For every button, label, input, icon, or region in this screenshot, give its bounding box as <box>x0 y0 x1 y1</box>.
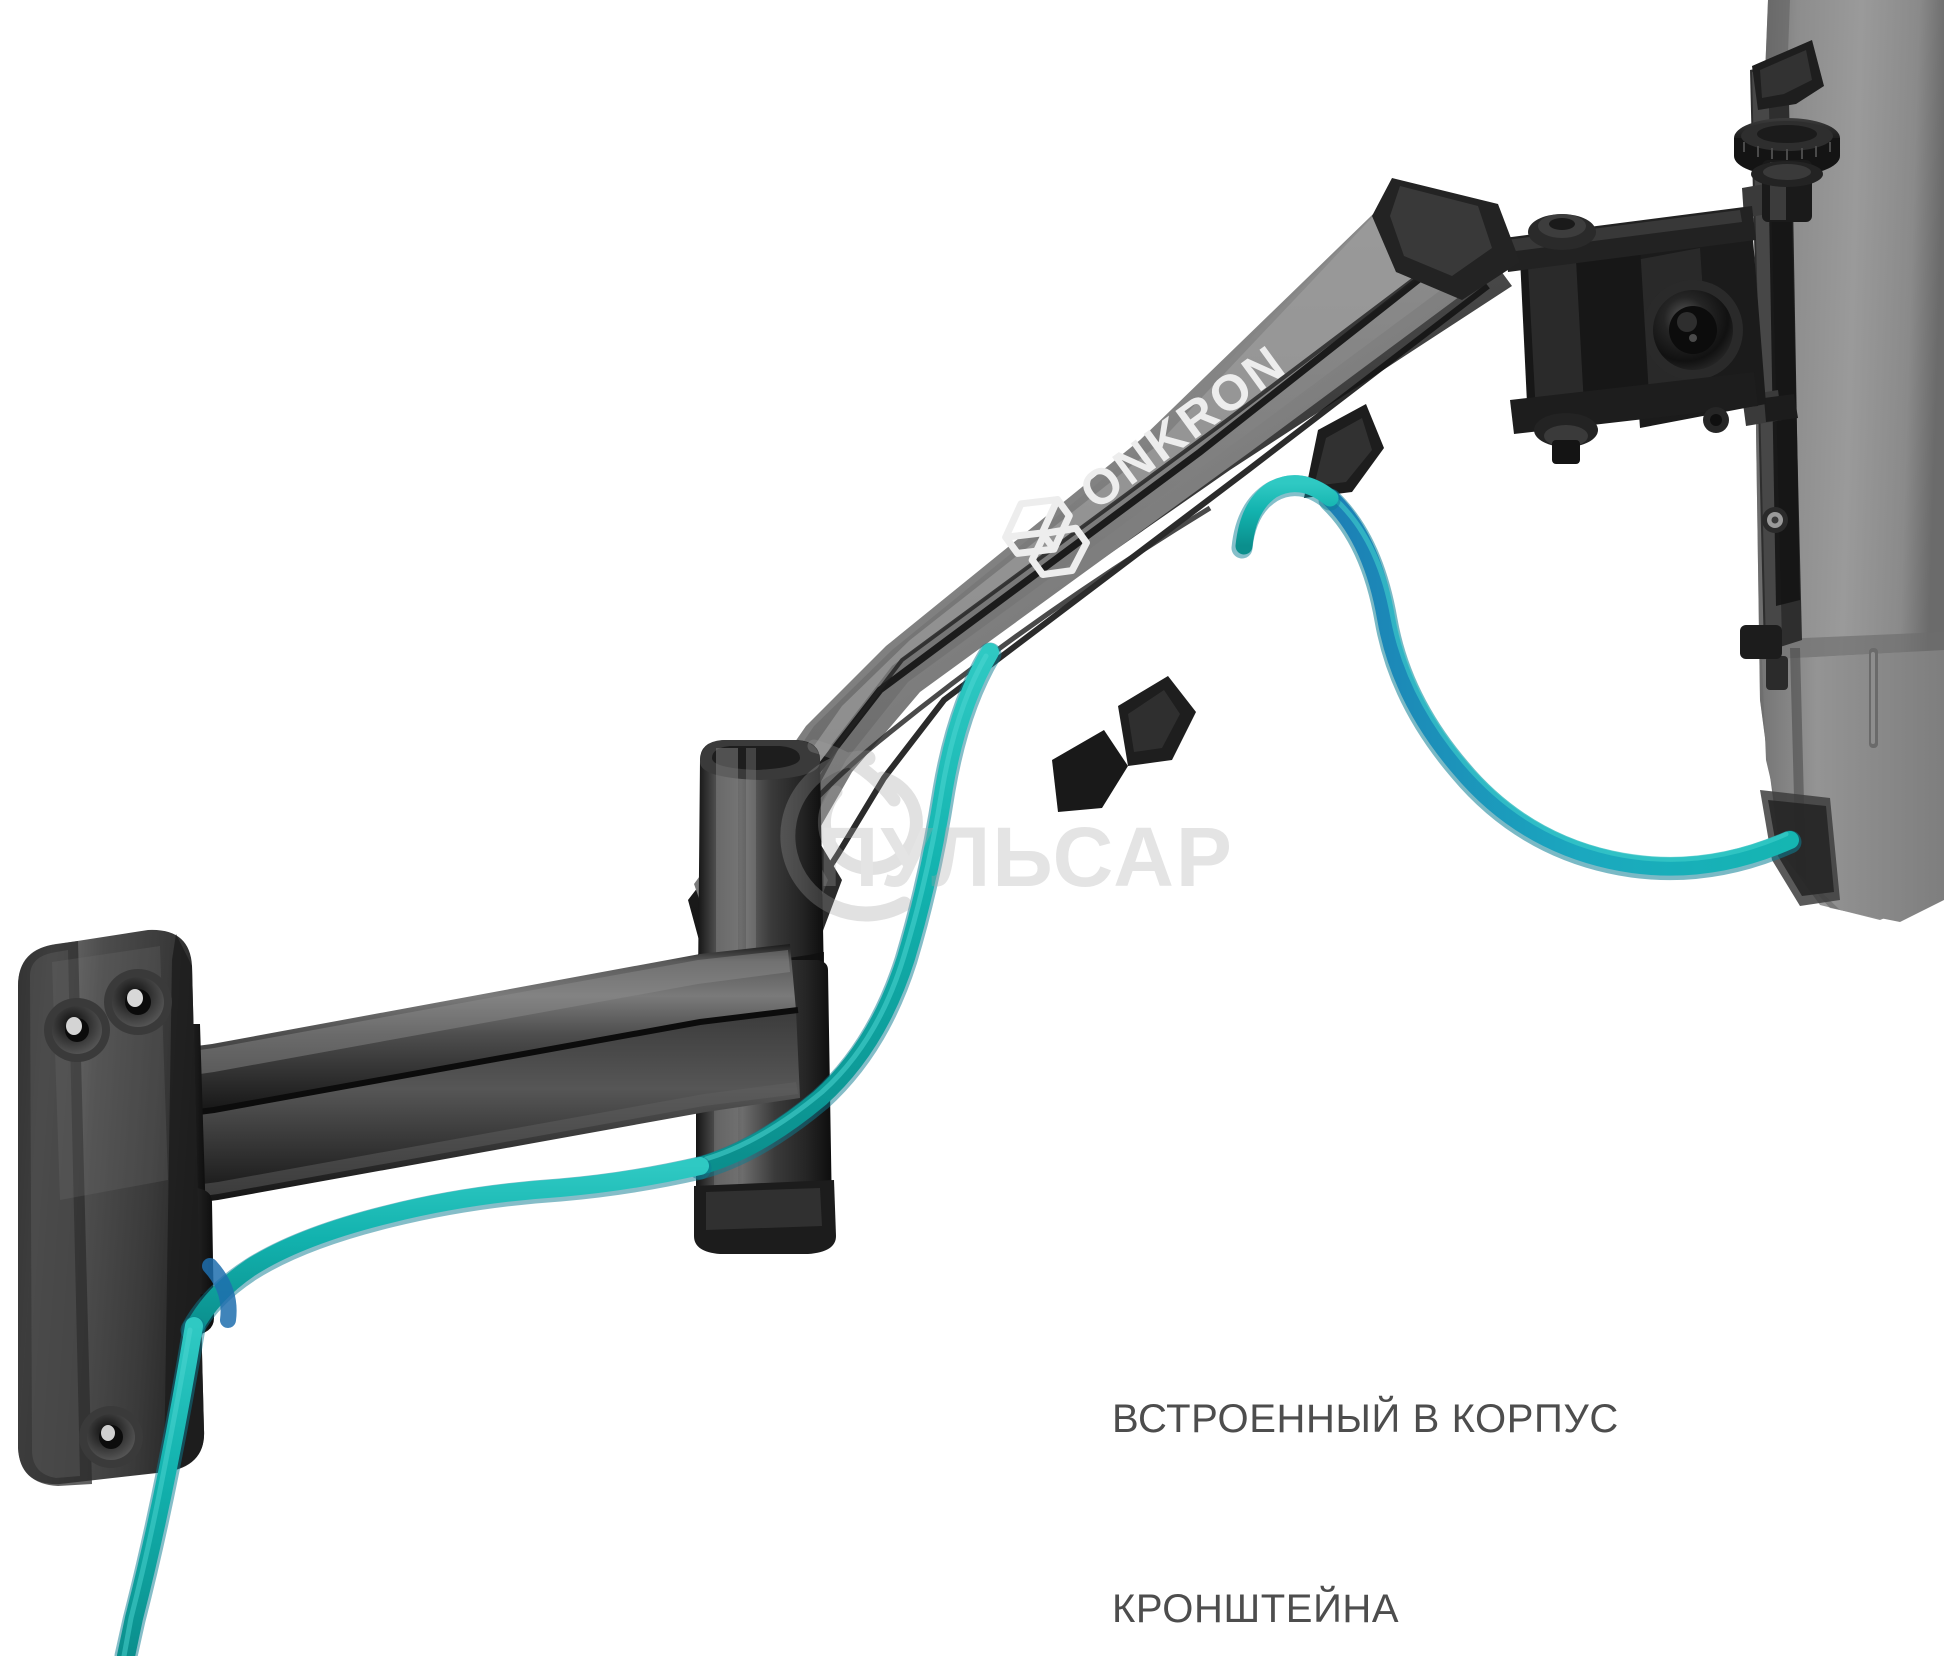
thumb-screw-knob <box>1734 118 1840 222</box>
cable-run <box>114 475 1802 1656</box>
vesa-screw <box>1762 507 1788 533</box>
caption-line-1: ВСТРОЕННЫЙ В КОРПУС <box>1112 1397 1619 1442</box>
wall-plate-hole-upper-left <box>44 998 110 1062</box>
wall-plate-hole-bottom <box>79 1406 143 1468</box>
feature-caption: ВСТРОЕННЫЙ В КОРПУС КРОНШТЕЙНА КАБЕЛЬ-КА… <box>1112 1262 1752 1656</box>
tilt-head-joint <box>1504 206 1766 464</box>
monitor-back-panel <box>1756 0 1944 922</box>
caption-line-2: КРОНШТЕЙНА <box>1112 1586 1400 1631</box>
monitor-clip-tab <box>1766 656 1788 690</box>
onkron-cube-icon <box>1002 496 1090 579</box>
tilt-head-bolt-top <box>1528 214 1596 250</box>
vesa-bottom-tab <box>1740 625 1782 659</box>
monitor-vent-slot <box>1869 648 1878 748</box>
tilt-head-bolt-bottom <box>1534 413 1598 464</box>
wall-plate <box>18 929 205 1486</box>
lower-arm <box>102 944 800 1336</box>
wall-plate-hole-upper-right <box>104 969 172 1035</box>
